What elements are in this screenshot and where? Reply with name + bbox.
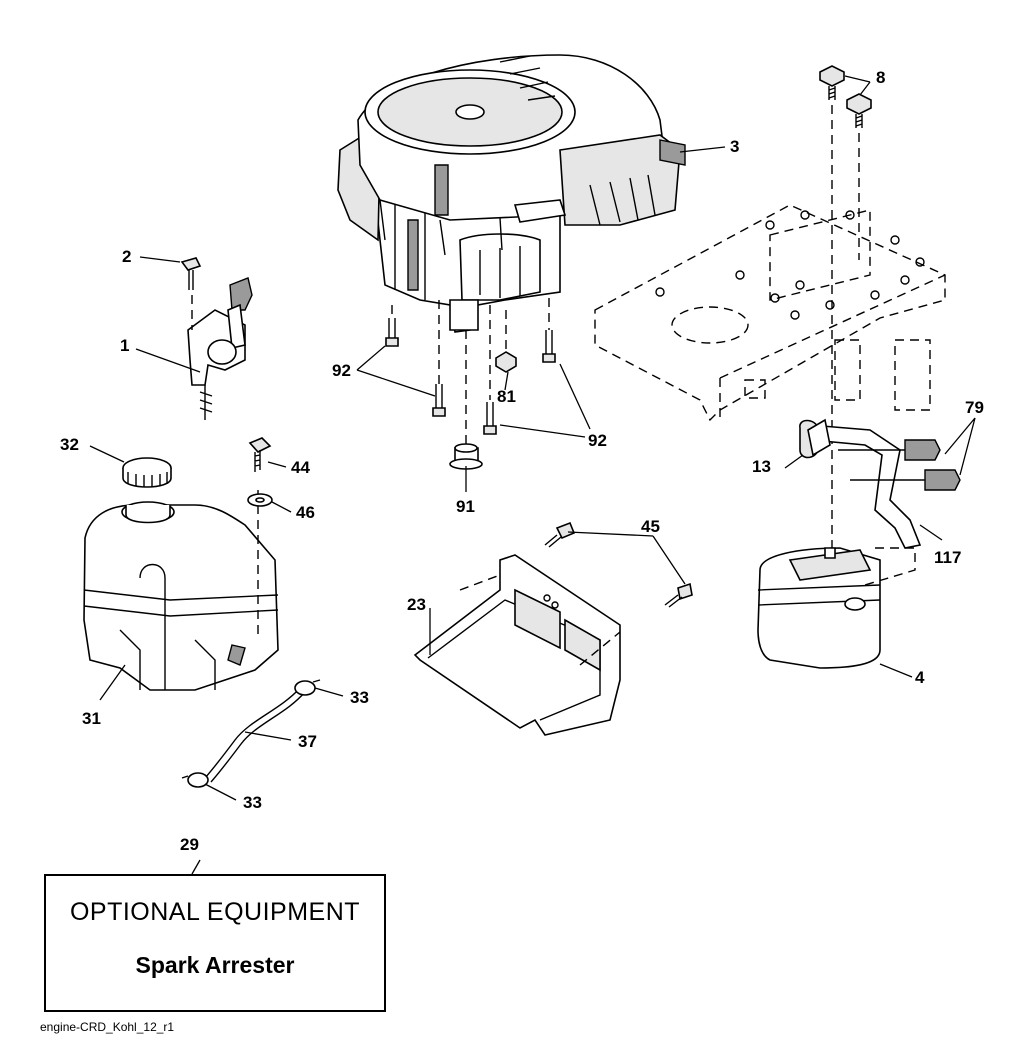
screw-2-part xyxy=(180,257,202,330)
chassis-plate xyxy=(594,204,946,422)
callout-91: 91 xyxy=(456,497,475,516)
callout-23: 23 xyxy=(407,595,426,614)
fuel-line-part xyxy=(204,687,306,783)
callout-92a: 92 xyxy=(332,361,351,380)
muffler-part xyxy=(757,547,881,669)
callout-3: 3 xyxy=(730,137,739,156)
bolt-92b-part xyxy=(432,384,446,417)
callout-33b: 33 xyxy=(243,793,262,812)
bolts-79-part xyxy=(838,439,961,491)
callout-8: 8 xyxy=(876,68,885,87)
callout-33a: 33 xyxy=(350,688,369,707)
callout-1: 1 xyxy=(120,336,129,355)
callout-81: 81 xyxy=(497,387,516,406)
callout-13: 13 xyxy=(752,457,771,476)
callout-46: 46 xyxy=(296,503,315,522)
spacer-91-part xyxy=(449,443,483,470)
washer-46-part xyxy=(247,493,273,507)
callout-79: 79 xyxy=(965,398,984,417)
engine-dash-lines xyxy=(391,298,550,445)
optional-equipment-box: OPTIONAL EQUIPMENT Spark Arrester xyxy=(44,874,386,1012)
callout-37: 37 xyxy=(298,732,317,751)
hose-clamp-33b-part xyxy=(181,772,209,788)
callout-29: 29 xyxy=(180,835,199,854)
heat-shield-part xyxy=(413,554,621,736)
optional-equipment-item: Spark Arrester xyxy=(135,952,295,978)
callout-44: 44 xyxy=(291,458,310,477)
leader-lines xyxy=(89,75,976,875)
fuel-cap-part xyxy=(122,457,172,488)
callout-32: 32 xyxy=(60,435,79,454)
callout-117: 117 xyxy=(934,548,961,567)
optional-equipment-title: OPTIONAL EQUIPMENT xyxy=(69,898,361,926)
callout-2: 2 xyxy=(122,247,131,266)
throttle-control-part xyxy=(187,277,253,420)
nut-81-part xyxy=(495,351,517,373)
engine-part xyxy=(337,54,686,333)
bolts-45-part xyxy=(544,521,693,608)
callout-92b: 92 xyxy=(588,431,607,450)
hose-clamp-33a-part xyxy=(294,679,321,696)
diagram-id: engine-CRD_Kohl_12_r1 xyxy=(40,1020,175,1034)
callout-31: 31 xyxy=(82,709,101,728)
callout-4: 4 xyxy=(915,668,925,687)
bolt-44-part xyxy=(248,437,272,472)
bolt-92a-part xyxy=(385,318,399,347)
bolt-8-part xyxy=(819,65,872,570)
callout-45: 45 xyxy=(641,517,660,536)
bolt-92c-part xyxy=(483,402,497,435)
bolt-92d-part xyxy=(542,330,556,363)
gasket-13-part xyxy=(807,418,831,457)
fuel-tank-part xyxy=(83,490,279,691)
